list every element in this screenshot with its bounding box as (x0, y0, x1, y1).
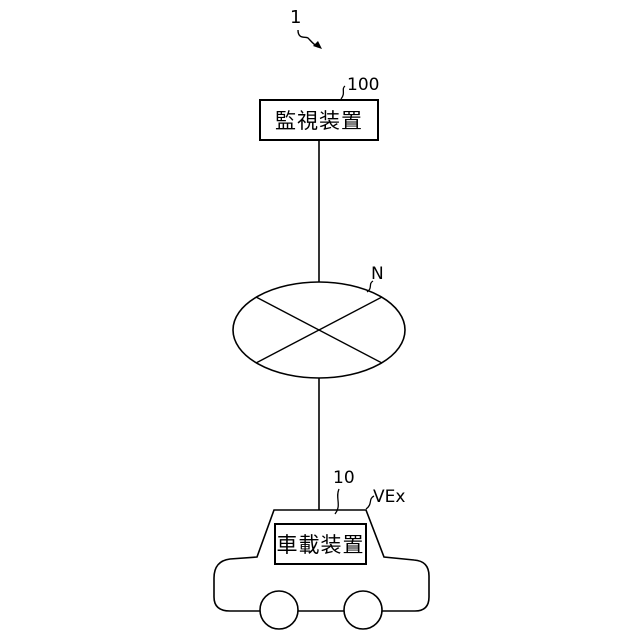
vehicle-device-ref-label: 10 (333, 470, 355, 487)
vehicle-front-wheel (260, 591, 298, 629)
network-symbol (233, 282, 405, 378)
vehicle-device-label: 車載装置 (277, 529, 365, 559)
monitor-ref-leader (341, 86, 345, 99)
monitor-device-box: 監視装置 (259, 99, 379, 141)
vehicle-rear-wheel (344, 591, 382, 629)
monitor-device-label: 監視装置 (275, 105, 363, 135)
vehicle-device-box: 車載装置 (274, 523, 367, 565)
vehicle-ref-label: VEx (373, 489, 405, 506)
network-ref-label: N (371, 266, 384, 283)
monitor-ref-label: 100 (347, 77, 379, 94)
system-pointer-arrowhead (313, 41, 322, 49)
system-ref-label: 1 (290, 9, 301, 27)
